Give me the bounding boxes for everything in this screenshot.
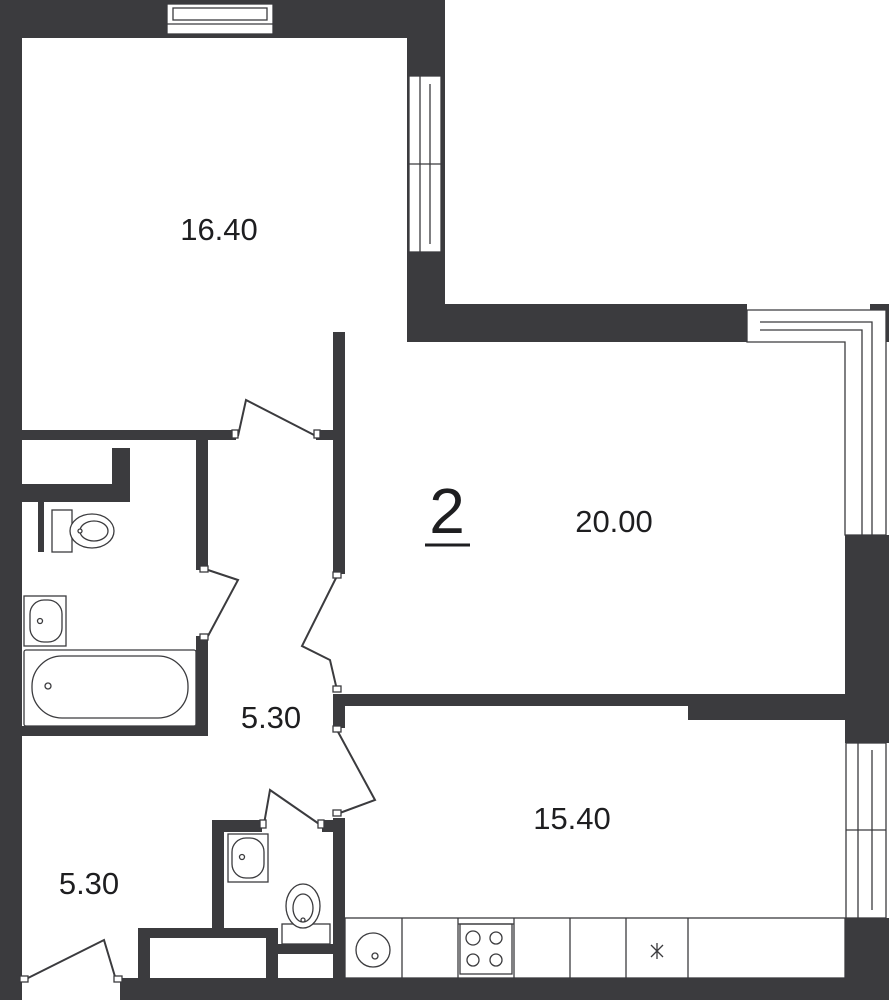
bathroom-fixtures (23, 509, 331, 945)
area-label-kitchen: 15.40 (533, 801, 611, 836)
windows (166, 3, 887, 919)
area-label-hallway: 5.30 (241, 700, 301, 735)
doors (19, 398, 377, 983)
room-labels: 16.40 20.00 15.40 5.30 5.30 2 (59, 212, 653, 901)
area-label-entrance-hall: 5.30 (59, 866, 119, 901)
room-count-label: 2 (429, 475, 465, 547)
area-label-living-room: 20.00 (575, 504, 653, 539)
kitchen-counter (344, 917, 846, 979)
area-label-bedroom: 16.40 (180, 212, 258, 247)
